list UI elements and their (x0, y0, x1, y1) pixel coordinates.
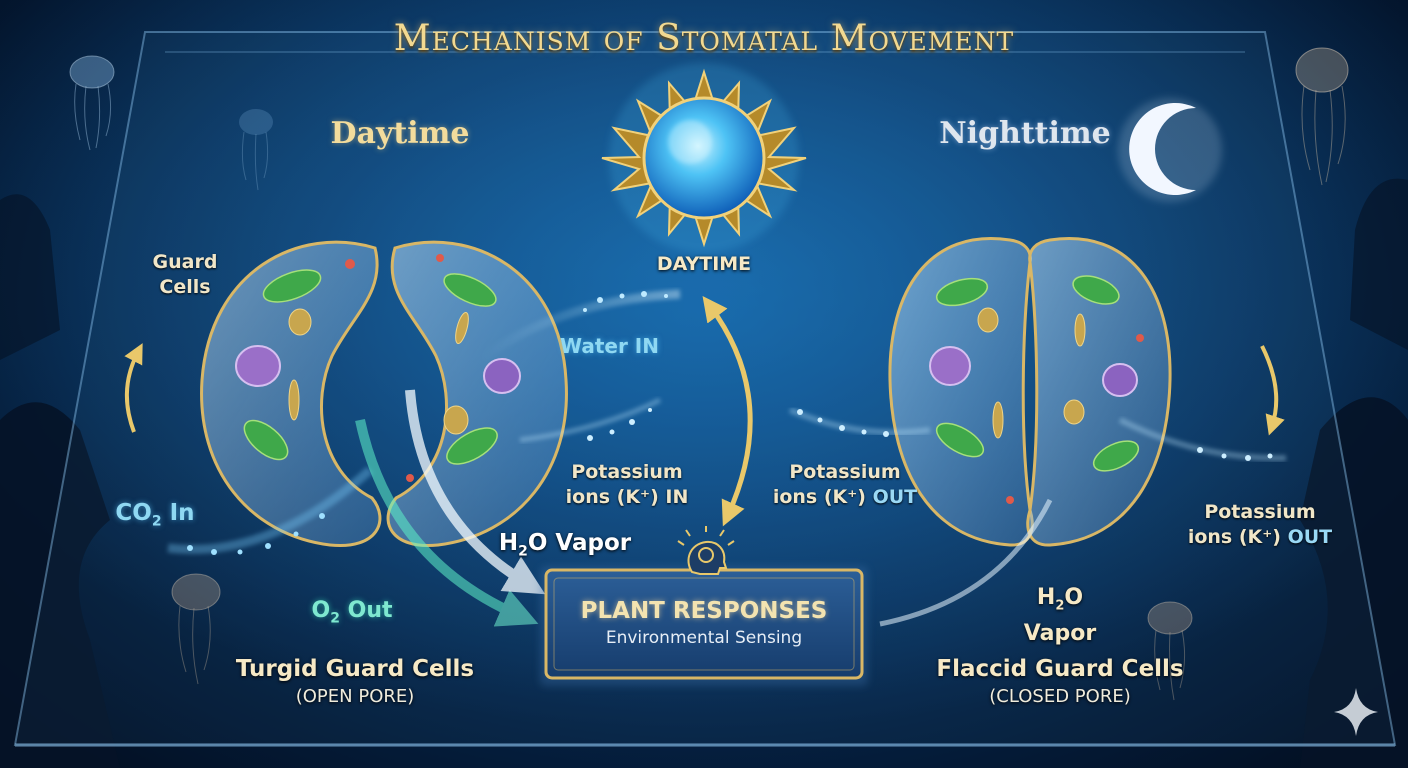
left-up-arrow (124, 343, 143, 433)
potassium-in-stream (519, 397, 662, 443)
co2-in-stream (167, 466, 374, 555)
o2-out-label: O2 Out (311, 598, 393, 627)
flaccid-guard-cells (888, 237, 1172, 547)
turgid-guard-cells (200, 240, 568, 548)
potassium-out-stream (788, 407, 931, 437)
h2o-vapor-stream (405, 389, 546, 595)
potassium-out-label-right: Potassium ions (K⁺) OUT (1180, 500, 1340, 550)
h2o-vapor-label-right: H2O Vapor (1010, 584, 1110, 648)
closed-pore-label: (CLOSED PORE) (989, 686, 1131, 707)
panel-title: PLANT RESPONSES (580, 598, 828, 624)
sparkle-icon (1334, 688, 1378, 736)
water-in-label: Water IN (560, 334, 659, 358)
jellyfish-icon (171, 573, 221, 685)
co2-in-label: CO2 In (115, 500, 195, 530)
jellyfish-icon (239, 109, 273, 191)
turgid-state-label: Turgid Guard Cells (235, 656, 475, 682)
potassium-out-label-mid: Potassium ions (K⁺) OUT (770, 460, 920, 510)
potassium-out-stream-right (1118, 417, 1287, 462)
seafloor-rocks (0, 178, 1408, 768)
nucleus-icon (483, 358, 521, 394)
brain-head-icon (677, 526, 735, 575)
jellyfish-icon (69, 55, 115, 151)
flaccid-state-label: Flaccid Guard Cells (936, 656, 1184, 682)
open-pore-label: (OPEN PORE) (295, 686, 415, 707)
potassium-out-right-line1: Potassium (1204, 501, 1316, 523)
potassium-in-line2: ions (K⁺) IN (565, 486, 689, 508)
panel-subtitle: Environmental Sensing (605, 628, 803, 648)
potassium-out-mid-line1: Potassium (789, 461, 901, 483)
nucleus-icon (929, 346, 971, 386)
water-in-stream (477, 289, 681, 364)
nucleus-icon (1102, 363, 1138, 397)
right-h2o-vapor-stream (879, 498, 1053, 627)
right-down-arrow (1260, 345, 1285, 436)
chloroplast-icon (935, 275, 1140, 472)
moon-icon (1118, 98, 1222, 202)
sun-label: DAYTIME (656, 253, 752, 275)
jellyfish-icon (1295, 47, 1349, 186)
diagram-title: Mechanism of Stomatal Movement (393, 18, 1015, 59)
sun-icon (601, 63, 807, 253)
h2o-vapor-label-left: H2O Vapor (498, 530, 632, 560)
potassium-in-line1: Potassium (571, 461, 683, 483)
guard-cells-label: Guard Cells (135, 250, 235, 300)
h2o-vapor-line2: Vapor (1023, 621, 1097, 647)
right-guard-cell (1026, 237, 1172, 547)
daytime-heading: Daytime (330, 116, 470, 151)
o2-out-stream (355, 418, 539, 627)
guard-label-line1: Guard (152, 251, 218, 273)
potassium-in-label: Potassium ions (K⁺) IN (552, 460, 702, 510)
jellyfish-icon (1147, 601, 1193, 701)
nighttime-heading: Nighttime (939, 116, 1111, 151)
day-cycle-arrow (702, 295, 753, 527)
guard-label-line2: Cells (159, 276, 211, 298)
chloroplast-icon (243, 269, 498, 465)
plant-responses-panel (540, 566, 868, 686)
nucleus-icon (235, 345, 281, 387)
